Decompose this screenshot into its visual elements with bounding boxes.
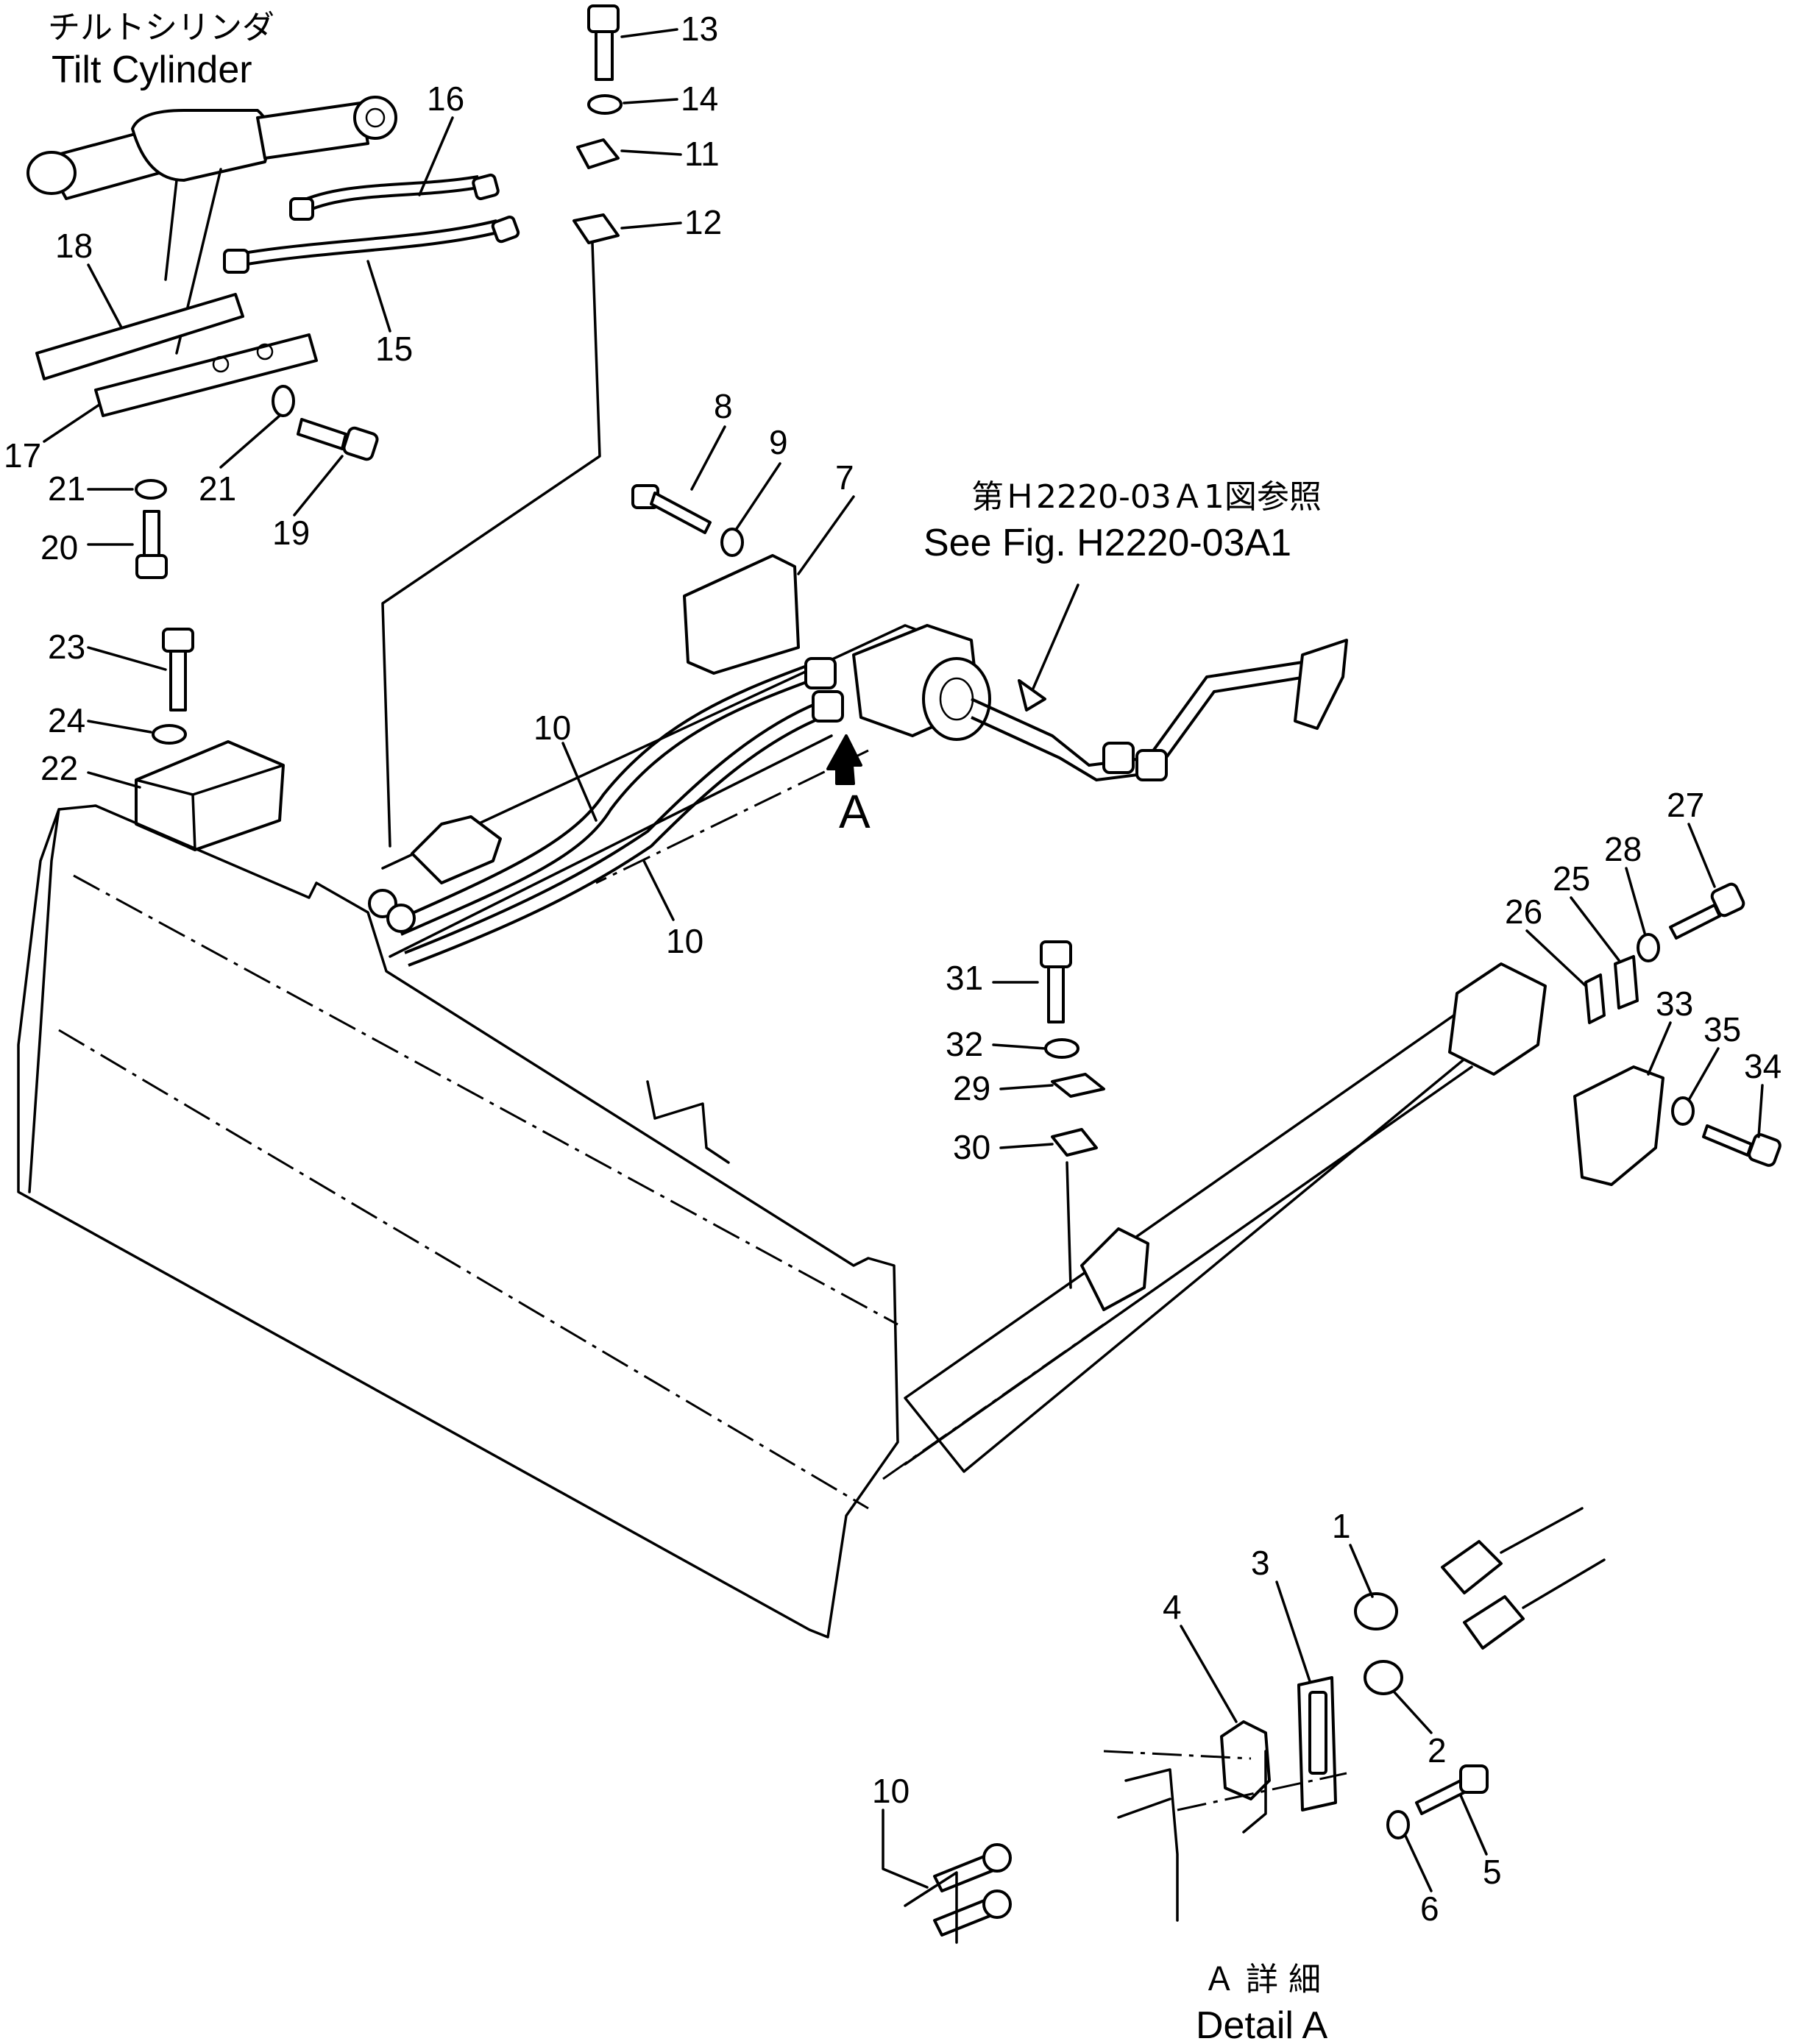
callout-6: 6 — [1420, 1889, 1439, 1928]
see-fig-jp-label: 第Ｈ2220-03Ａ1図参照 — [971, 478, 1322, 516]
callout-14: 14 — [681, 79, 718, 118]
callout-7: 7 — [835, 458, 854, 497]
tilt-cylinder-en-label: Tilt Cylinder — [52, 49, 252, 91]
hose-10-lower — [404, 698, 832, 967]
block-11 — [576, 138, 620, 169]
callout-9: 9 — [769, 423, 788, 461]
washer-24 — [152, 724, 187, 745]
detail-a-en-label: Detail A — [1196, 2004, 1328, 2044]
callout-13: 13 — [681, 10, 718, 48]
callout-4: 4 — [1163, 1588, 1182, 1626]
callout-1: 1 — [1332, 1507, 1351, 1545]
callout-10a: 10 — [533, 709, 571, 747]
hose-10-upper — [397, 661, 821, 936]
bolt-31 — [1040, 940, 1072, 1023]
leader-lines — [43, 28, 1764, 1892]
hose-right — [971, 639, 1348, 782]
bolt-34 — [1702, 1124, 1781, 1167]
callout-21a: 21 — [48, 469, 85, 508]
callout-19: 19 — [272, 514, 310, 552]
washer-21a — [135, 479, 167, 500]
callout-22: 22 — [40, 749, 78, 787]
plate-30 — [1051, 1128, 1098, 1157]
bolt-20 — [135, 510, 168, 579]
washer-14 — [587, 94, 623, 115]
washer-9 — [720, 528, 744, 557]
callout-8: 8 — [714, 387, 733, 425]
tilt-cylinder — [26, 96, 397, 355]
callout-10c: 10 — [872, 1772, 910, 1810]
callout-10b: 10 — [666, 922, 703, 960]
bolt-23 — [162, 628, 194, 712]
plate-12 — [572, 213, 620, 244]
callout-27: 27 — [1667, 786, 1704, 824]
plate-29 — [1051, 1073, 1105, 1098]
callout-2: 2 — [1428, 1731, 1447, 1770]
callout-15: 15 — [375, 330, 413, 368]
callout-17: 17 — [4, 436, 41, 475]
washer-32 — [1044, 1038, 1079, 1059]
callout-33: 33 — [1656, 984, 1693, 1023]
washer-35 — [1671, 1096, 1695, 1126]
bolt-13 — [587, 4, 620, 81]
fitting-cluster — [368, 657, 844, 933]
ref-arrow-head — [1018, 679, 1046, 712]
callout-20: 20 — [40, 528, 78, 567]
washer-21b — [272, 385, 295, 417]
plate-26 — [1584, 973, 1606, 1024]
callout-23: 23 — [48, 628, 85, 666]
captions: チルトシリンダ Tilt Cylinder 第Ｈ2220-03Ａ1図参照 See… — [48, 9, 1328, 2044]
frame-arm-right — [882, 962, 1547, 1480]
callout-29: 29 — [953, 1069, 990, 1107]
callout-26: 26 — [1505, 893, 1542, 931]
callout-25: 25 — [1553, 859, 1590, 898]
callout-12: 12 — [684, 203, 722, 241]
view-a-label: A — [839, 785, 871, 838]
callout-3: 3 — [1251, 1544, 1270, 1582]
callout-31: 31 — [946, 959, 983, 997]
cover-22 — [135, 740, 285, 851]
callout-24: 24 — [48, 701, 85, 739]
bolt-19 — [297, 418, 379, 461]
bolt-8 — [631, 484, 712, 534]
callout-30: 30 — [953, 1128, 990, 1166]
bracket-18 — [35, 293, 244, 380]
see-fig-en-label: See Fig. H2220-03A1 — [923, 522, 1291, 564]
bracket-7 — [683, 554, 800, 675]
bracket-33 — [1573, 1065, 1664, 1186]
view-arrow — [826, 734, 862, 785]
callout-5: 5 — [1483, 1853, 1502, 1891]
tilt-cylinder-jp-label: チルトシリンダ — [48, 9, 274, 46]
callout-32: 32 — [946, 1025, 983, 1063]
callout-18: 18 — [55, 227, 93, 265]
bracket-17 — [94, 333, 318, 417]
blade — [17, 804, 899, 1639]
plate-25 — [1614, 955, 1639, 1009]
callout-34: 34 — [1744, 1047, 1781, 1085]
callout-numbers: 1 2 3 4 5 6 7 8 9 10 10 10 11 12 13 14 1… — [4, 10, 1781, 1928]
ref-arrow-line — [1029, 583, 1079, 697]
center-mount — [852, 624, 991, 741]
hose-15 — [223, 216, 520, 274]
callout-16: 16 — [427, 79, 464, 118]
detail-a — [904, 1507, 1606, 1944]
callout-11: 11 — [684, 135, 720, 173]
hose-16 — [289, 173, 500, 221]
bolt-27 — [1669, 882, 1745, 940]
washer-28 — [1637, 933, 1660, 962]
detail-a-jp-label: Ａ 詳 細 — [1203, 1961, 1321, 1998]
callout-35: 35 — [1703, 1010, 1741, 1048]
callout-28: 28 — [1604, 830, 1642, 868]
callout-21b: 21 — [199, 469, 236, 508]
